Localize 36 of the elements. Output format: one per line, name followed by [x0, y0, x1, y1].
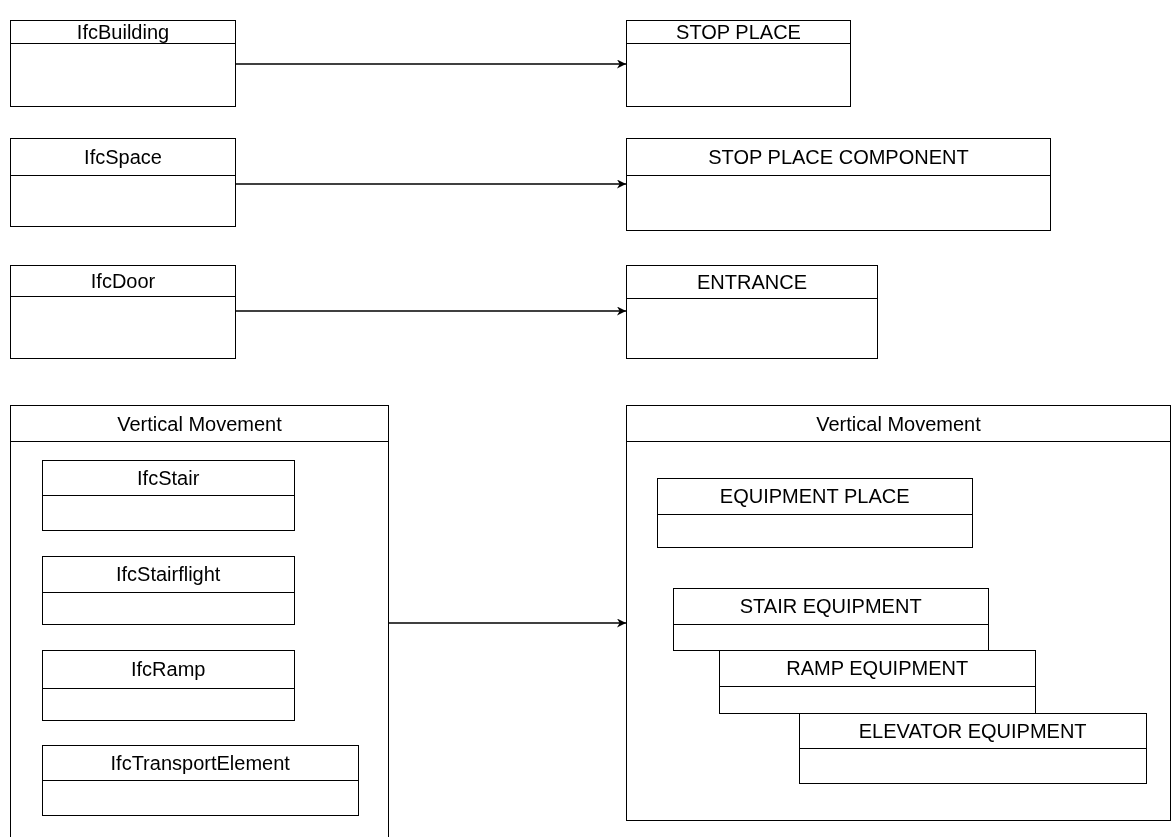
- class-name: EQUIPMENT PLACE: [719, 485, 910, 508]
- class-box: [10, 20, 236, 107]
- class-box: [10, 138, 236, 227]
- class-name: STAIR EQUIPMENT: [739, 595, 922, 618]
- class-name: IfcRamp: [130, 658, 206, 681]
- class-name: IfcTransportElement: [110, 751, 290, 774]
- class-name: Vertical Movement: [117, 412, 282, 435]
- class-box: [626, 265, 878, 359]
- class-name: RAMP EQUIPMENT: [786, 657, 969, 680]
- arrow: [388, 618, 627, 628]
- group-box: [10, 405, 389, 837]
- arrow: [235, 179, 627, 189]
- class-box: [41, 649, 295, 721]
- class-name: STOP PLACE: [676, 21, 801, 43]
- class-name: IfcBuilding: [76, 21, 170, 43]
- class-name: IfcDoor: [90, 270, 156, 292]
- arrow: [235, 59, 627, 69]
- group-box: [626, 405, 1171, 821]
- class-name: ENTRANCE: [697, 271, 807, 293]
- class-box: [41, 459, 295, 531]
- class-box: [656, 477, 973, 548]
- class-name: IfcStairflight: [115, 563, 221, 586]
- class-name: STOP PLACE COMPONENT: [708, 146, 969, 168]
- class-name: Vertical Movement: [816, 412, 981, 435]
- class-name: IfcSpace: [84, 146, 162, 168]
- class-box: [41, 555, 295, 625]
- class-box: [41, 744, 359, 816]
- class-box: [798, 712, 1147, 784]
- arrow: [235, 306, 627, 316]
- class-box: [718, 649, 1036, 714]
- class-name: IfcStair: [137, 466, 200, 489]
- class-box: [626, 138, 1051, 231]
- class-box: [626, 20, 851, 107]
- class-box: [672, 587, 989, 651]
- class-name: ELEVATOR EQUIPMENT: [858, 719, 1087, 742]
- class-box: [10, 265, 236, 359]
